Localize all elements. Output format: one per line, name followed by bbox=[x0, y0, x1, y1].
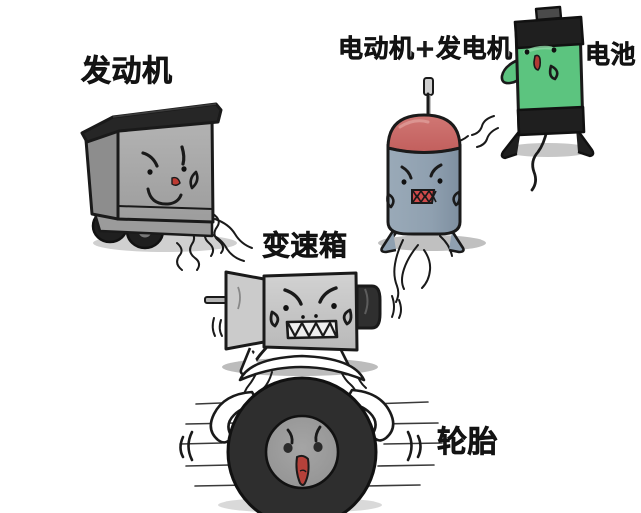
character-battery bbox=[500, 5, 595, 192]
connector-engine-lower bbox=[208, 218, 253, 262]
label-motor-generator: 电动机+发电机 bbox=[338, 34, 513, 63]
label-engine: 发动机 bbox=[81, 54, 173, 89]
connector-motor-transmission bbox=[393, 235, 453, 303]
character-tire bbox=[179, 354, 422, 513]
connector-battery-motor bbox=[454, 115, 499, 148]
label-transmission: 变速箱 bbox=[262, 229, 348, 262]
label-battery: 电池 bbox=[585, 40, 637, 69]
label-tire: 轮胎 bbox=[437, 425, 498, 460]
character-motor-generator bbox=[380, 77, 465, 254]
character-engine bbox=[80, 102, 223, 250]
